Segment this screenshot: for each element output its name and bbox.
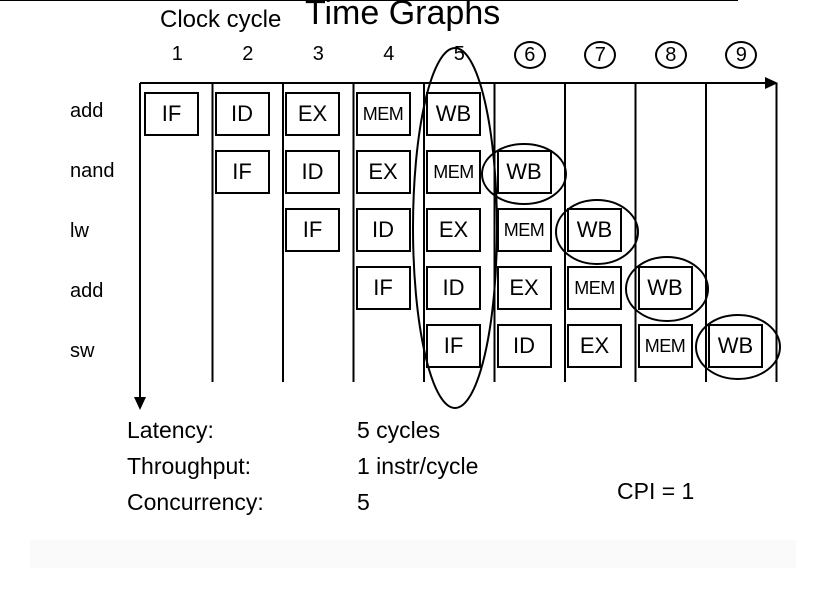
stage-box-mem: MEM — [355, 92, 411, 136]
latency-label: Latency: — [127, 417, 214, 443]
stage-box-mem: MEM — [567, 266, 622, 310]
cycle-number: 5 — [453, 43, 465, 65]
instruction-label: nand — [70, 160, 115, 182]
stage-box-id: ID — [426, 266, 481, 310]
footer-band — [30, 540, 796, 568]
stage-box-if: IF — [144, 92, 199, 136]
cycle-number: 9 — [725, 41, 758, 69]
cycle-number: 2 — [242, 43, 254, 65]
header-rule — [0, 0, 738, 1]
stage-box-wb: WB — [567, 208, 622, 252]
instruction-label: lw — [70, 220, 89, 242]
stage-box-ex: EX — [567, 324, 622, 368]
time-axis-arrowhead — [765, 77, 778, 89]
cycle-number: 7 — [584, 41, 617, 69]
stage-box-id: ID — [496, 324, 552, 368]
stage-box-wb: WB — [426, 92, 481, 136]
cycle-number: 3 — [312, 43, 324, 65]
stage-box-id: ID — [285, 150, 340, 194]
stage-box-wb: WB — [708, 324, 763, 368]
cycle-number: 6 — [513, 41, 546, 69]
instruction-label: add — [70, 280, 104, 302]
stage-box-mem: MEM — [426, 150, 481, 194]
concurrency-label: Concurrency: — [127, 489, 264, 515]
stage-box-ex: EX — [496, 266, 552, 310]
instruction-axis-arrowhead — [134, 397, 146, 410]
cpi-value: CPI = 1 — [617, 478, 695, 504]
cycle-number: 1 — [171, 43, 183, 65]
concurrency-value: 5 — [357, 489, 370, 515]
stage-box-ex: EX — [285, 92, 340, 136]
wb-circle-lw — [555, 199, 639, 265]
stage-box-mem: MEM — [637, 324, 693, 368]
instruction-label: add — [70, 100, 104, 122]
stage-box-id: ID — [355, 208, 411, 252]
stage-box-wb: WB — [637, 266, 693, 310]
stage-box-if: IF — [285, 208, 340, 252]
stage-box-ex: EX — [426, 208, 481, 252]
cycle-number: 8 — [654, 41, 687, 69]
throughput-label: Throughput: — [127, 453, 252, 479]
stage-box-ex: EX — [355, 150, 411, 194]
page-title: Time Graphs — [305, 0, 501, 32]
throughput-value: 1 instr/cycle — [357, 453, 479, 479]
stage-box-if: IF — [355, 266, 411, 310]
stage-box-id: ID — [214, 92, 270, 136]
wb-circle-sw — [695, 314, 781, 380]
stage-box-if: IF — [214, 150, 270, 194]
stage-box-if: IF — [426, 324, 481, 368]
clock-cycle-label: Clock cycle — [160, 6, 282, 33]
instruction-label: sw — [70, 340, 95, 362]
cycle-number: 4 — [383, 43, 395, 65]
stage-box-wb: WB — [496, 150, 552, 194]
latency-value: 5 cycles — [357, 417, 441, 443]
wb-circle-add2 — [625, 256, 709, 322]
stage-box-mem: MEM — [496, 208, 552, 252]
